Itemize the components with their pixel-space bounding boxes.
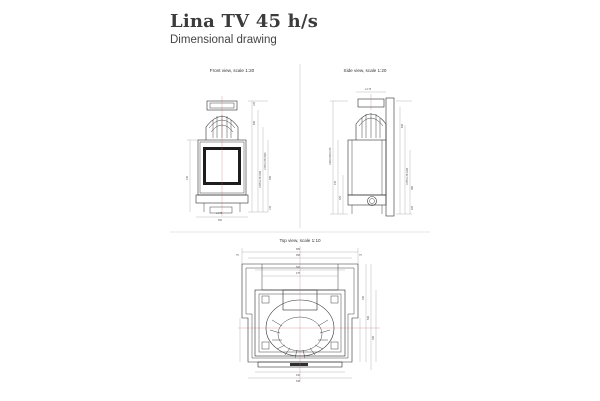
view-separators <box>170 64 430 233</box>
side-dim-right-c: 385 <box>411 185 414 190</box>
front-dim-small: 120 <box>253 101 256 106</box>
side-back-panel <box>385 97 395 217</box>
side-dim-left-b: 445 <box>334 180 337 185</box>
top-dim-width-b: 658 <box>296 254 301 257</box>
top-dim-width-d: 475 <box>296 272 301 275</box>
side-dim-top: ø 175 <box>365 88 372 91</box>
side-dim-right-a: 600 <box>401 123 404 128</box>
page-title: Lina TV 45 h/s <box>170 11 319 32</box>
front-dim-a: 600 <box>253 120 256 125</box>
front-dim-e: 145 <box>269 205 272 210</box>
front-dim-b: 1075/1175/1260 <box>259 170 262 188</box>
top-dim-side-left: 75 <box>236 254 239 257</box>
side-dim-left-c: 375 <box>339 195 342 200</box>
front-dim-width: 500 <box>218 219 223 222</box>
front-view-drawing: ø 175 500 120 600 1075/1175/1260 1375/14… <box>186 96 272 222</box>
side-view-caption: Side view, scale 1:20 <box>343 68 387 73</box>
front-dim-c: 1375/1475/1560 <box>264 152 267 170</box>
top-corner-bl <box>261 341 270 350</box>
side-dim-right-b: 1075/1175/1260 <box>406 167 409 185</box>
side-air-inlet <box>367 196 377 206</box>
top-dim-right-c: 305 <box>372 335 375 340</box>
top-view-drawing: 685 658 520 475 430 546 75 75 335 500 30… <box>236 246 380 383</box>
top-dim-side-right: 75 <box>359 254 362 257</box>
top-corner-br <box>330 341 339 350</box>
side-view-drawing: ø 175 1280/1390/1475 445 375 600 1075/11… <box>329 88 414 217</box>
top-dim-right-b: 500 <box>367 315 370 320</box>
top-dim-width-a: 685 <box>296 248 301 251</box>
front-dim-left: 435 <box>186 175 189 180</box>
side-body <box>347 139 387 196</box>
side-base <box>347 194 387 206</box>
top-door-handle <box>290 363 308 366</box>
top-outer-frame <box>241 263 359 363</box>
top-corner-tl <box>261 295 270 304</box>
top-dim-right-a: 335 <box>362 295 365 300</box>
top-corner-tr <box>330 295 339 304</box>
top-dim-bottom-a: 430 <box>296 374 301 377</box>
top-dim-width-c: 520 <box>296 266 301 269</box>
top-view-caption: Top view, scale 1:10 <box>279 238 321 243</box>
top-inner-frame <box>245 267 355 359</box>
front-foot <box>209 206 233 214</box>
top-dim-bottom-b: 546 <box>296 380 301 383</box>
front-view-caption: Front view, scale 1:20 <box>209 68 255 73</box>
page-subtitle: Dimensional drawing <box>170 34 277 46</box>
front-dim-bottom: ø 175 <box>216 212 223 215</box>
front-dim-d: 505 <box>269 175 272 180</box>
side-dim-right-d: 225 <box>411 205 414 210</box>
side-dim-left-a: 1280/1390/1475 <box>329 147 332 165</box>
